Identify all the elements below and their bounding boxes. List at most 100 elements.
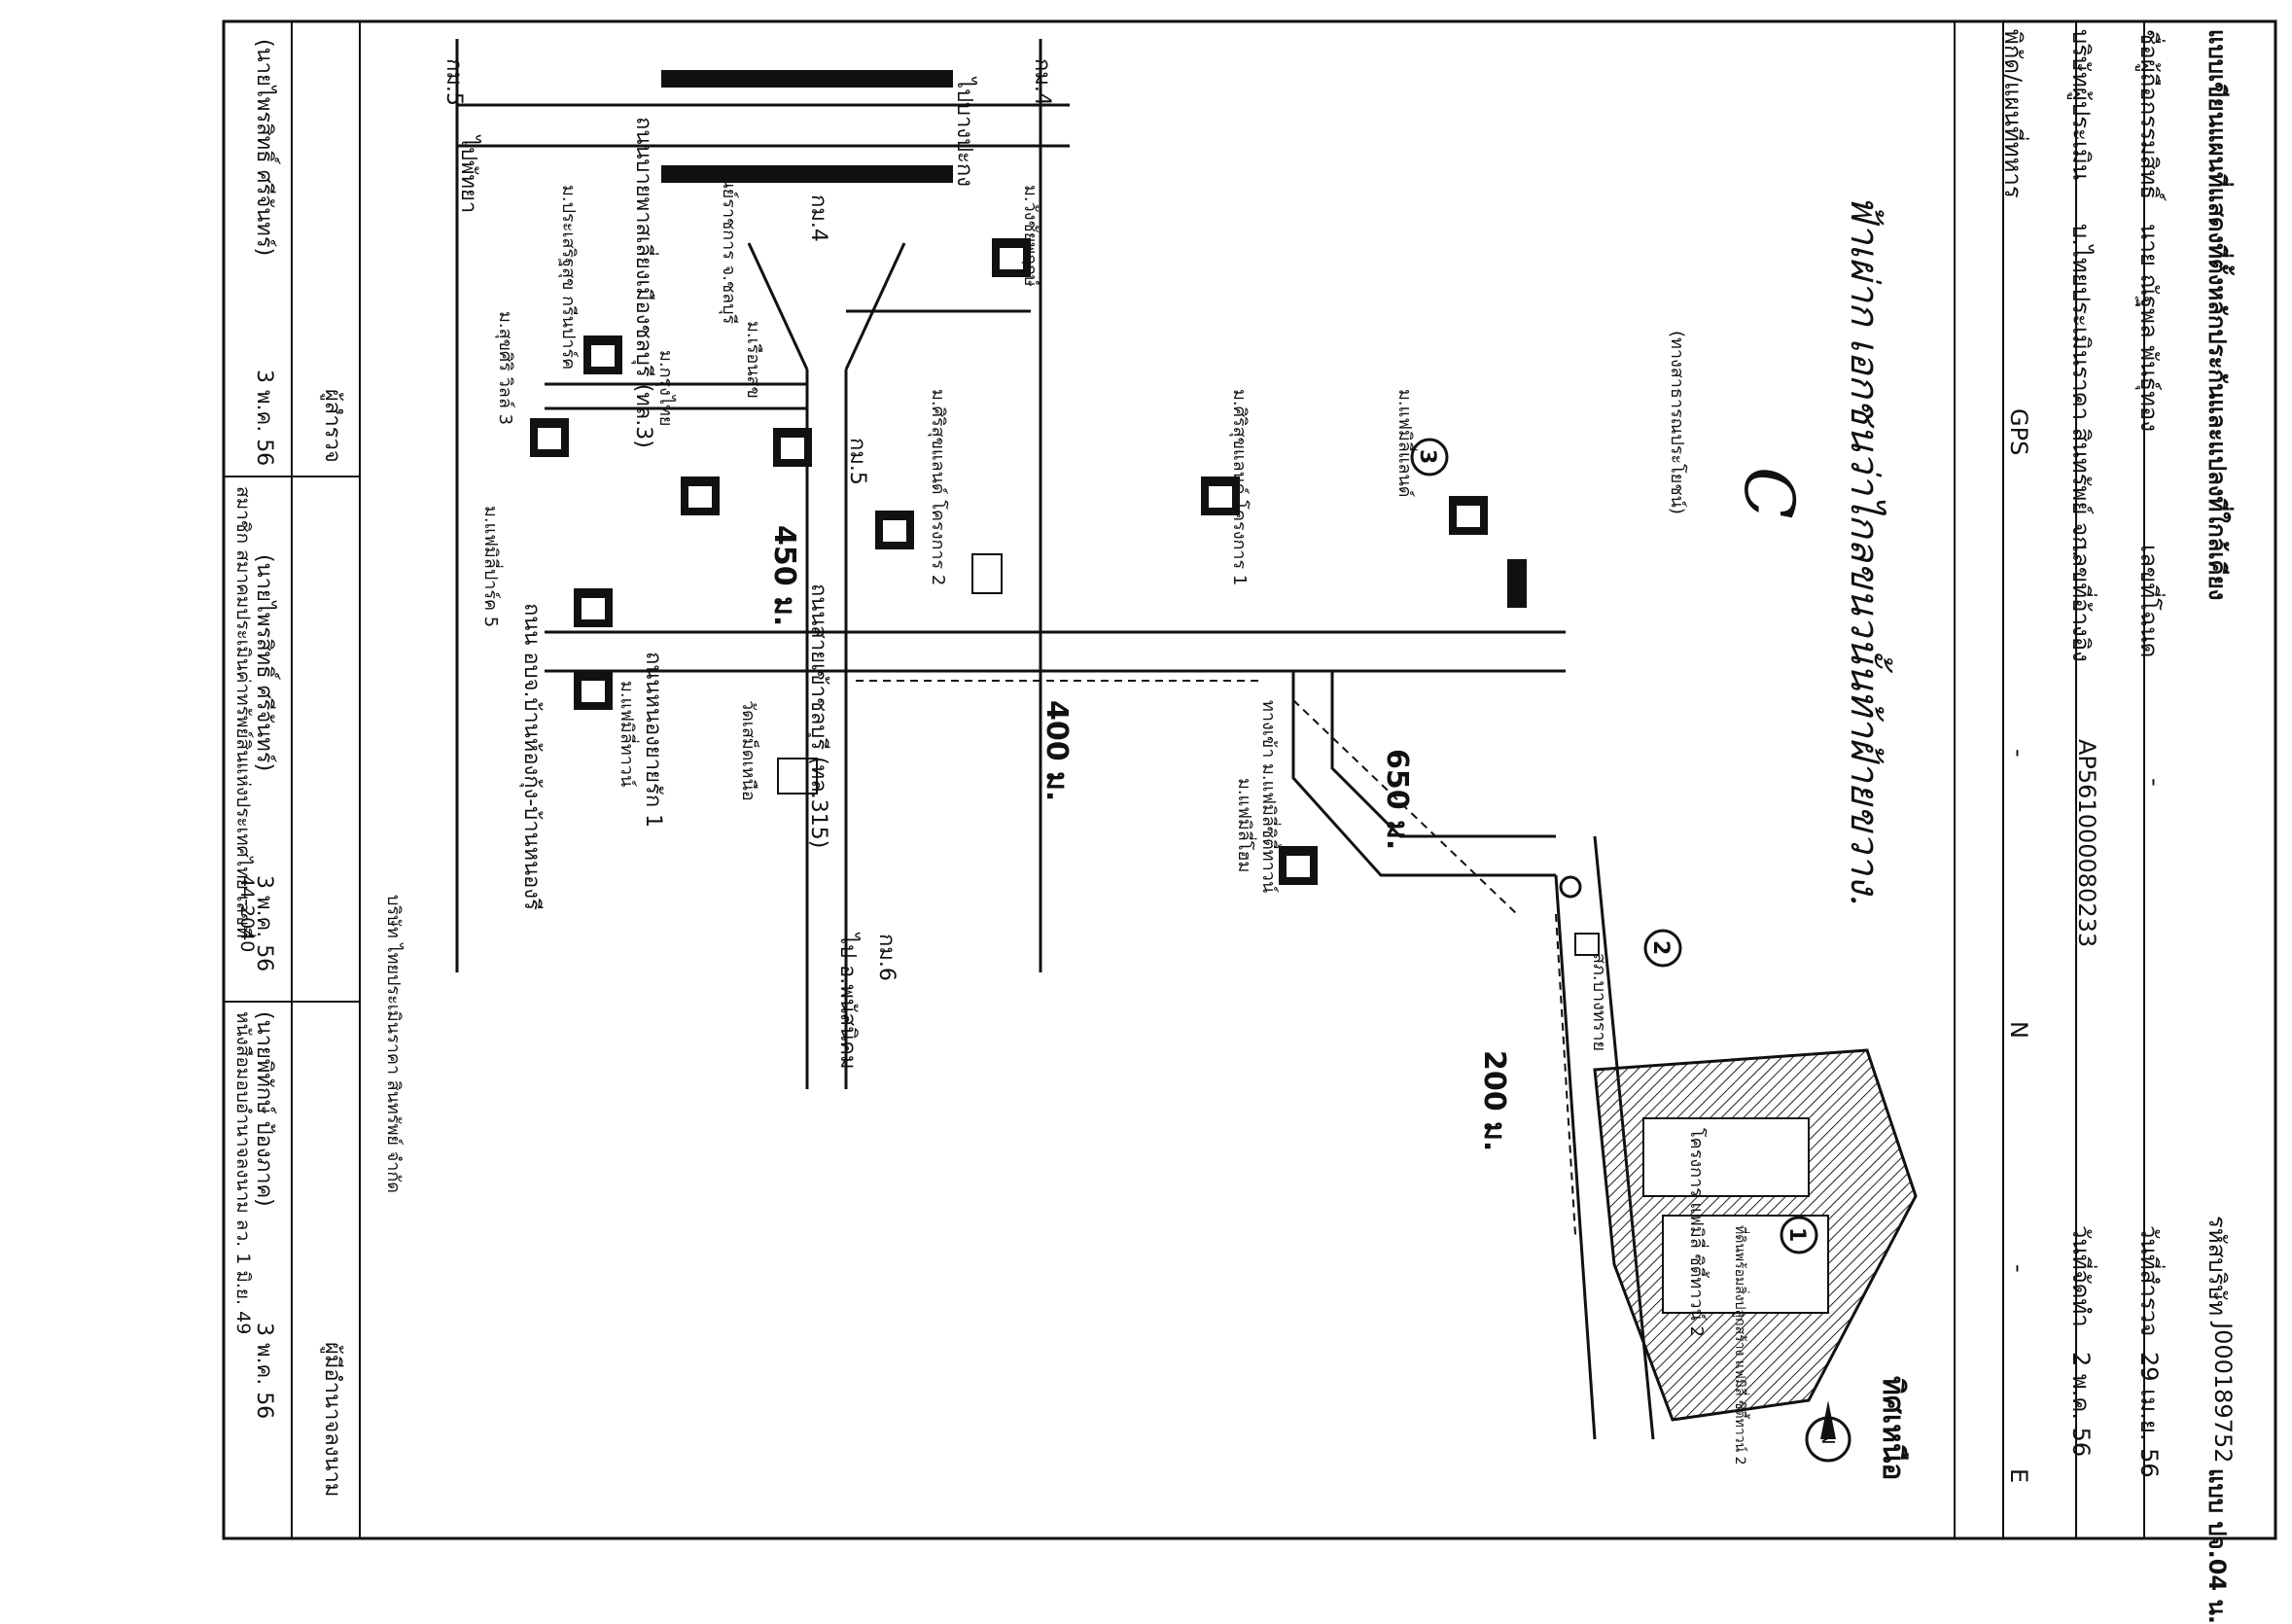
- place-chaiyaphruek: ม.วังชัยพฤกษ์: [1020, 185, 1040, 287]
- distance-400: 400 ม.: [1040, 700, 1074, 802]
- place-prasert: ม.ประเสริฐสุข กรีนปาร์ค: [558, 185, 579, 371]
- dist-650-line: [1292, 699, 1518, 915]
- road-315-label: ถนนสายเข้าชลบุรี (ทล.315): [806, 583, 830, 849]
- e-value: -: [2005, 1264, 2032, 1273]
- place-familytown: ม.แฟมิลี่ทาวน์: [617, 681, 637, 788]
- house-icon-familyhome: [1279, 846, 1318, 885]
- subject-project-box: [1642, 1117, 1810, 1197]
- north-arrow-pointer-icon: [1820, 1400, 1836, 1439]
- road-subject-a: [1554, 874, 1597, 1440]
- road-to-pattaya: ไปพัทยา: [456, 136, 480, 214]
- road-315-diag-2: [844, 242, 906, 371]
- company-stamp: บริษัท ไทยประเมินราคา สินทรัพย์ จำกัด: [383, 895, 404, 1193]
- km-marker-2: กม.4: [1030, 58, 1054, 106]
- roundabout: [1559, 875, 1582, 899]
- reference-label: เลขที่อ้างอิง: [2067, 545, 2095, 662]
- place-subject-project: โครงการ แฟมิลี่ ซิตี้ทาวน์ 2: [1686, 1128, 1707, 1337]
- house-icon-rungthai: [681, 477, 720, 515]
- reference-value: AP561000080233: [2073, 739, 2100, 948]
- marker-1-label: 1: [1784, 1227, 1809, 1243]
- map-date: 2 พ.ค. 56: [2067, 1352, 2095, 1458]
- km-marker-1: กม.5: [441, 58, 466, 106]
- house-icon-prasert: [583, 335, 622, 374]
- place-subject-land: ที่ดินพร้อมสิ่งปลูกสร้าง แฟมิลี่ ซิตี้ทา…: [1732, 1225, 1747, 1465]
- map-date-label: วันที่จัดทำ: [2067, 1225, 2095, 1327]
- footer-license-label: สมาชิก สมาคมประเมินค่าทรัพย์สินแห่งประเท…: [232, 486, 254, 938]
- footer-appraiser-date: 3 พ.ค. 56: [252, 370, 276, 467]
- place-government-center: ศูนย์ราชการ จ.ชลบุรี: [719, 165, 739, 325]
- n-label: N: [2005, 1021, 2032, 1039]
- marker-2-icon: [1643, 929, 1682, 968]
- form-border: [222, 19, 2277, 1540]
- dist-200-line: [1555, 913, 1576, 1236]
- n-value: -: [2005, 749, 2032, 758]
- house-icon-suksiri: [530, 418, 569, 457]
- place-police: สภ.บางทราย: [1589, 953, 1609, 1052]
- gps-label: GPS: [2005, 408, 2032, 456]
- building-icon-commercial: [971, 553, 1003, 594]
- marker-1-icon: [1780, 1216, 1818, 1254]
- house-icon-ruensuk: [773, 428, 812, 467]
- police-icon: [1574, 933, 1600, 956]
- house-icon-project1: [1201, 477, 1240, 515]
- e-label: E: [2005, 1468, 2032, 1484]
- marker-3-icon: [1410, 438, 1449, 477]
- deed-value: -: [2141, 778, 2169, 787]
- sub-note: (ทางสาธารณประโยชน์): [1667, 331, 1687, 514]
- place-suksiri: ม.สุขศิริ วิลล์ 3: [495, 311, 515, 426]
- school-icon: [1507, 559, 1527, 608]
- footer-approver-cert: หนังสือมอบอำนาจลงนาม ลว. 1 มิ.ย. 49: [232, 1011, 254, 1335]
- survey-date: 29 เม.ย. 56: [2135, 1352, 2163, 1478]
- handwritten-note: ฟ้าเผ่าก เอกชนว่าไกลขนวนั้นท้าฝ้ายขวาง.: [1842, 194, 1886, 906]
- distance-450: 450 ม.: [767, 525, 801, 627]
- footer-approver-date: 3 พ.ค. 56: [252, 1323, 276, 1420]
- house-icon-familytown: [574, 671, 613, 710]
- north-label: ทิศเหนือ: [1876, 1376, 1910, 1481]
- km-marker-4: กม.5: [845, 438, 869, 485]
- owner-label: ชื่อผู้ถือกรรมสิทธิ์: [2135, 29, 2163, 199]
- place-familyhome: ม.แฟมิลี่โฮม: [1234, 778, 1254, 873]
- house-icon-familypark: [574, 588, 613, 627]
- approver-sign-label: ผู้มีอำนาจลงนาม: [320, 1342, 344, 1498]
- place-familyland: ม.แฟมิลี่แลนด์: [1394, 389, 1415, 498]
- company-code-label: รหัสบริษัท: [2204, 1216, 2231, 1317]
- coord-label: พิกัด/แผนที่ทหาร: [1999, 29, 2027, 198]
- place-project1: ม.ศิริสุขแลนด์ โครงการ 1: [1229, 389, 1250, 586]
- company-code: J000189752: [2209, 1323, 2237, 1464]
- form-code: แบบ ปจ.04 น.: [2204, 1468, 2231, 1624]
- north-letter: N: [1817, 1431, 1838, 1445]
- road-family-city: [1291, 671, 1556, 877]
- appraiser-label: บริษัทผู้ประเมิน: [2067, 29, 2095, 181]
- place-project2: ม.ศิริสุขแลนด์ โครงการ 2: [928, 389, 948, 586]
- km-marker-5: กม.6: [874, 934, 899, 981]
- place-ruensuk: ม.เรือนสุข: [743, 321, 763, 399]
- appraiser-name: บ.ไทยประเมินราคา สินทรัพย์ จก.: [2067, 224, 2095, 558]
- km-marker-3: กม.4: [806, 194, 830, 242]
- deed-label: เลขที่โฉนด: [2135, 545, 2163, 658]
- place-temple: วัดเสม็ดเหนือ: [738, 700, 758, 801]
- temple-icon: [777, 758, 818, 794]
- bridge-bar-bottom: [661, 165, 953, 183]
- marker-3-label: 3: [1415, 449, 1439, 465]
- place-rungthai: ม.กรุงไทย: [655, 350, 676, 427]
- marker-2-label: 2: [1648, 940, 1673, 956]
- house-icon-familyland: [1449, 496, 1488, 535]
- form-title: แบบเขียนแผนที่แสดงที่ตั้งหลักประกันและแป…: [2204, 29, 2231, 601]
- road-family-city-b: [1330, 671, 1556, 838]
- road-to-phanat: ไป อ.พนัสนิคม: [835, 934, 860, 1070]
- road-315-diag-1: [747, 242, 809, 371]
- distance-200: 200 ม.: [1477, 1050, 1511, 1152]
- survey-date-label: วันที่สำรวจ: [2135, 1225, 2163, 1337]
- house-icon-project2: [875, 511, 914, 549]
- road-banhong-label: ถนน อบจ.บ้านห้องกุ้ง-บ้านหนองรี: [519, 603, 544, 910]
- appraiser-sign-label: ผู้สำรวจ: [320, 389, 344, 463]
- road-nongyairak-label: ถนนหนองยายรัก 1: [641, 652, 665, 829]
- place-familypark5: ม.แฟมิลี่ปาร์ค 5: [480, 506, 501, 628]
- distance-650: 650 ม.: [1380, 749, 1414, 851]
- house-icon-chaiyaphruek: [992, 238, 1031, 277]
- handwritten-initial: C: [1729, 467, 1809, 519]
- footer-license-no: 44-2040: [236, 875, 258, 953]
- road-family-label: ทางเข้า ม.แฟมิลี่ซิตี้ทาวน์: [1258, 700, 1279, 894]
